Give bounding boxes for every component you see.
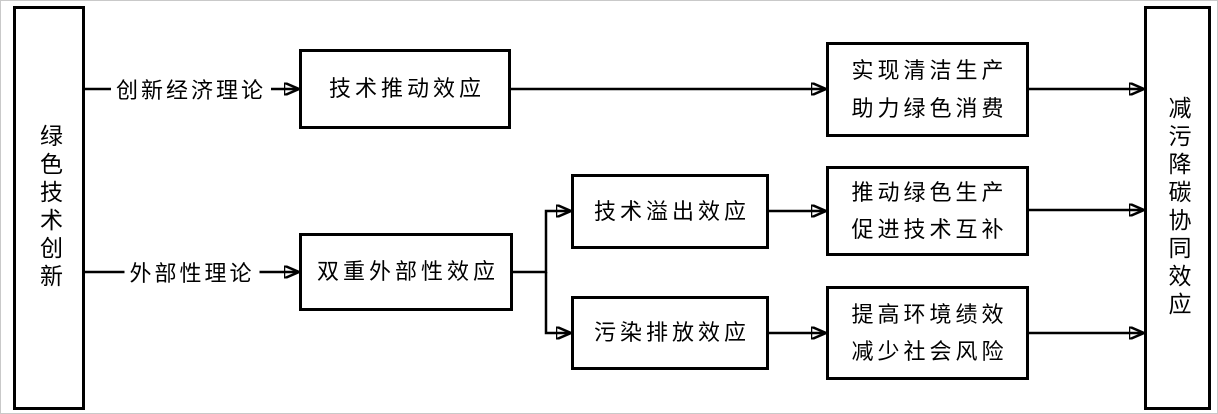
node-env-performance-outcome-line1: 提高环境绩效 [851,301,1008,327]
arrow-dual-externality-to-tech-spillover [513,211,569,274]
arrow-dual-externality-to-pollution-emission [544,272,569,333]
node-tech-spillover-effect: 技术溢出效应 [571,174,769,249]
edge-label-externality-theory: 外部性理论 [124,256,260,288]
node-pollution-carbon-reduction-synergy-label: 减污降碳协同效应 [1165,96,1191,320]
node-tech-push-effect: 技术推动效应 [299,49,511,129]
node-green-production-outcome-line1: 推动绿色生产 [851,179,1008,205]
node-tech-spillover-effect-label: 技术溢出效应 [593,198,750,224]
node-env-performance-outcome-line2: 减少社会风险 [851,339,1008,364]
node-clean-production-outcome: 实现清洁生产 助力绿色消费 [826,42,1029,137]
node-env-performance-outcome: 提高环境绩效 减少社会风险 [826,286,1029,380]
node-pollution-emission-effect: 污染排放效应 [571,296,769,370]
node-green-production-outcome: 推动绿色生产 促进技术互补 [826,166,1029,256]
node-tech-push-effect-label: 技术推动效应 [328,76,485,102]
node-dual-externality-effect: 双重外部性效应 [299,233,513,311]
node-pollution-carbon-reduction-synergy: 减污降碳协同效应 [1144,6,1211,410]
node-green-production-outcome-line2: 促进技术互补 [851,217,1008,242]
node-pollution-emission-effect-label: 污染排放效应 [593,320,750,346]
node-green-tech-innovation: 绿色技术创新 [13,6,85,410]
node-clean-production-outcome-line1: 实现清洁生产 [851,58,1008,84]
node-clean-production-outcome-line2: 助力绿色消费 [851,95,1008,121]
edge-label-innovation-economics-theory: 创新经济理论 [110,73,272,105]
node-green-tech-innovation-label: 绿色技术创新 [36,124,62,292]
node-dual-externality-effect-label: 双重外部性效应 [316,259,499,285]
